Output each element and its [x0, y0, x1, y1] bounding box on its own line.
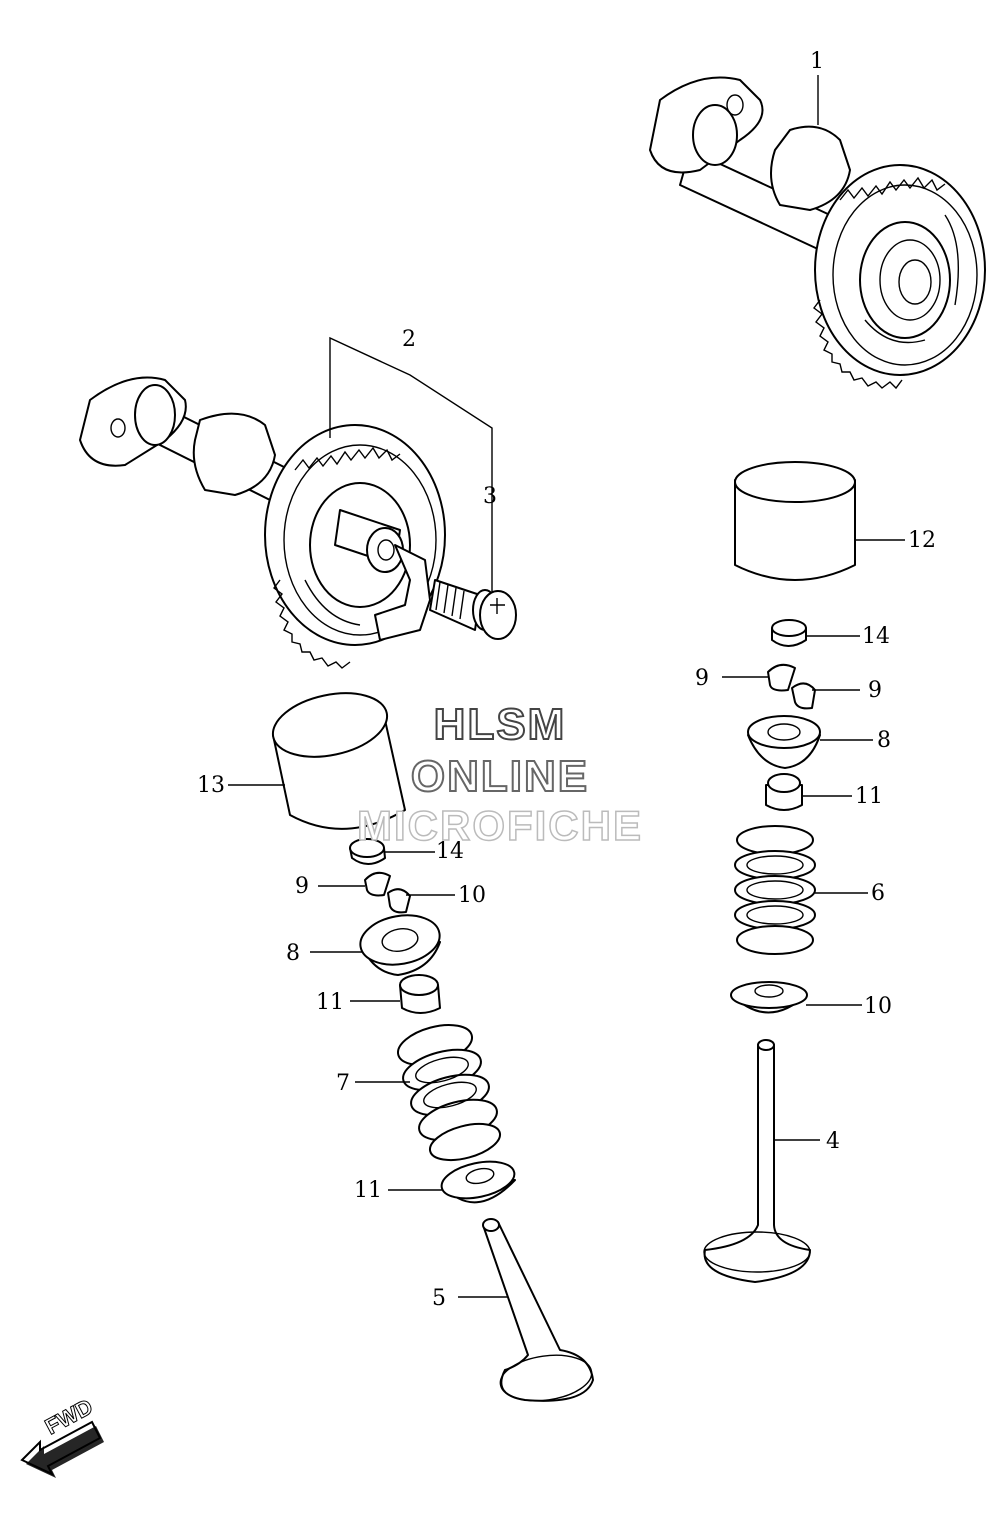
callout-12: 12: [908, 528, 936, 553]
callout-14-left: 14: [436, 839, 464, 864]
callout-6: 6: [871, 881, 885, 906]
callout-9-right-a: 9: [695, 666, 709, 691]
callout-10-left: 11: [354, 1178, 382, 1203]
seat-10-right: [730, 981, 808, 1014]
callout-8-left: 8: [286, 941, 300, 966]
shim-14-left: [349, 838, 386, 865]
callout-4: 4: [826, 1129, 840, 1154]
callout-9-left-b: 10: [458, 883, 486, 908]
callout-14-right: 14: [862, 624, 890, 649]
spring-6: [734, 825, 816, 955]
shim-14-right: [771, 619, 807, 647]
callout-8-right: 8: [877, 728, 891, 753]
seal-11-right: [765, 773, 803, 811]
cotters-9-right: [767, 663, 816, 710]
valve-4: [703, 1039, 811, 1283]
callout-5: 5: [432, 1286, 446, 1311]
tappet-13: [271, 692, 406, 830]
tappet-12: [734, 461, 856, 581]
bolt-3: [429, 579, 517, 640]
watermark-line-2: ONLINE: [410, 751, 590, 802]
cotters-9-left: [364, 871, 411, 914]
fwd-arrow-icon: [20, 1420, 104, 1478]
seal-11-left: [399, 974, 441, 1014]
callout-7: 7: [336, 1071, 350, 1096]
watermark-line-1: HLSM: [433, 699, 567, 750]
callout-3: 3: [483, 484, 497, 509]
callout-2: 2: [402, 327, 416, 352]
callout-11-right: 11: [855, 784, 883, 809]
spring-7: [397, 1024, 502, 1162]
callout-11-left: 11: [316, 990, 344, 1015]
callout-1: 1: [810, 49, 824, 74]
watermark-line-3: MICROFICHE: [356, 801, 643, 850]
retainer-8-left: [359, 914, 441, 976]
valve-5: [482, 1218, 594, 1402]
callout-9-right-b: 9: [868, 678, 882, 703]
retainer-8-right: [747, 715, 821, 769]
leader-2-3-bracket: [329, 336, 493, 605]
seat-10-left: [440, 1160, 516, 1204]
camshaft-2: [79, 376, 446, 669]
callout-13: 13: [197, 773, 225, 798]
camshaft-1: [649, 76, 986, 390]
callout-10-right: 10: [864, 994, 892, 1019]
callout-9-left-a: 9: [295, 874, 309, 899]
